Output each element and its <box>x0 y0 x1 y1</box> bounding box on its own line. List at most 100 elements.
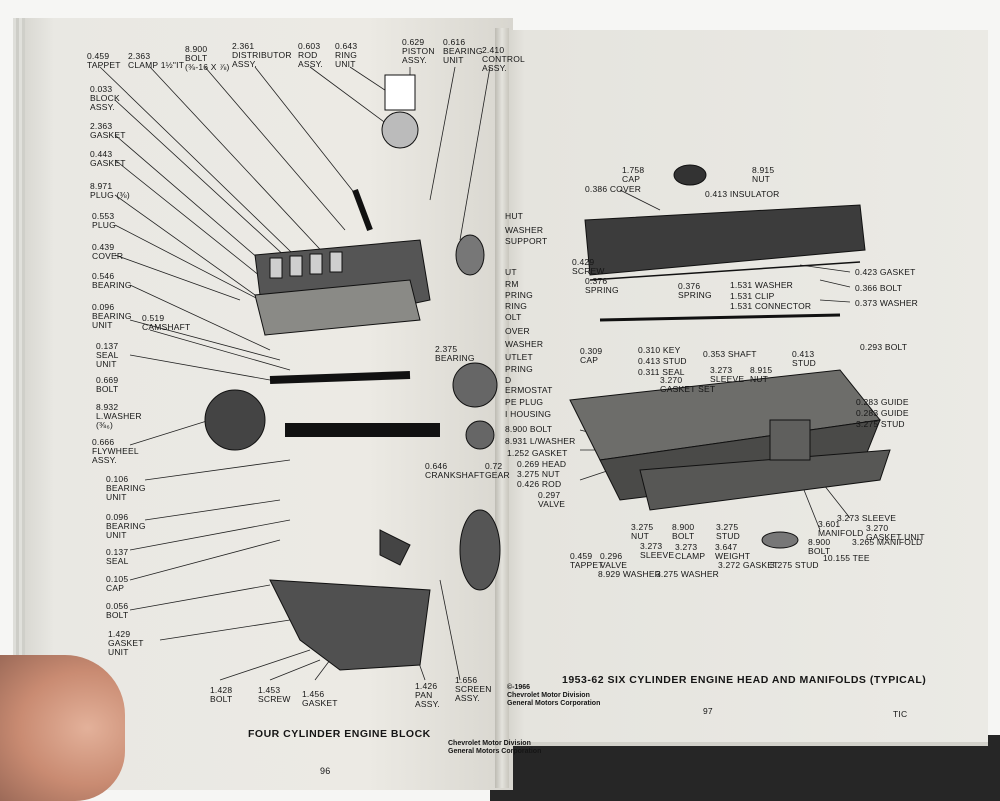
label-r-pring-2: PRING <box>505 364 533 374</box>
label-bolt-4: 1.428 BOLT <box>210 685 233 704</box>
label-pan: 1.426 PAN ASSY. <box>415 681 440 709</box>
label-bearing-unit-4: 0.096 BEARING UNIT <box>106 512 146 540</box>
label-r-hut: HUT <box>505 211 524 221</box>
label-r-bolt: 0.366 BOLT <box>855 283 903 293</box>
label-r-seal: 0.311 SEAL <box>638 367 685 377</box>
label-bearing-unit-2: 0.096 BEARING UNIT <box>92 302 132 330</box>
label-r-bolt-2: 0.293 BOLT <box>860 342 908 352</box>
label-block: 0.033 BLOCK ASSY. <box>90 84 120 112</box>
label-seal: 0.137 SEAL <box>106 547 129 566</box>
label-r-washer-2: WASHER <box>505 339 544 349</box>
thumb <box>0 655 125 801</box>
label-gasket: 2.363 GASKET <box>90 121 126 140</box>
label-r-lwasher: 8.931 L/WASHER <box>505 436 576 446</box>
label-r-manifold: 3.601 MANIFOLD <box>818 519 864 538</box>
label-r-valve-2: 0.296 VALVE <box>600 551 628 570</box>
label-r-cover: 0.386 COVER <box>585 184 642 194</box>
label-r-nut: 8.915 NUT <box>752 165 775 184</box>
label-r-sleeve-3: 3.273 SLEEVE <box>640 541 675 560</box>
label-r-housing: I HOUSING <box>505 409 552 419</box>
label-screen: 1.656 SCREEN ASSY. <box>455 675 492 703</box>
label-screw: 1.453 SCREW <box>258 685 291 704</box>
label-r-valve: 0.297 VALVE <box>538 490 566 509</box>
label-r-over: OVER <box>505 326 530 336</box>
label-bearing-2: 2.375 BEARING <box>435 344 475 363</box>
right-page-number: 97 <box>703 706 713 716</box>
label-r-shaft: 0.353 SHAFT <box>703 349 757 359</box>
label-gasket-unit: 1.429 GASKET UNIT <box>108 629 144 657</box>
label-r-bolt-3: 8.900 BOLT <box>505 424 553 434</box>
label-r-sleeve: 3.273 SLEEVE <box>710 365 745 384</box>
label-r-nut-4: 3.275 NUT <box>631 522 654 541</box>
label-r-gasket-set: 3.270 GASKET SET <box>660 375 716 394</box>
label-r-rm: RM <box>505 279 519 289</box>
label-piston: 0.629 PISTON ASSY. <box>402 37 435 65</box>
label-flywheel: 0.666 FLYWHEEL ASSY. <box>92 437 139 465</box>
label-plug: 8.971 PLUG (⅜) <box>90 181 130 200</box>
label-bolt-2: 0.669 BOLT <box>96 375 119 394</box>
label-r-ring: RING <box>505 301 528 311</box>
label-plug-2: 0.553 PLUG <box>92 211 116 230</box>
left-page-number: 96 <box>320 766 331 776</box>
label-r-d: D <box>505 375 512 385</box>
label-r-gasket: 0.423 GASKET <box>855 267 916 277</box>
label-control: 2.410 CONTROL ASSY. <box>482 45 525 73</box>
left-page-footer: Chevrolet Motor Division General Motors … <box>448 740 542 755</box>
book-gutter <box>495 28 509 788</box>
label-r-weight: 3.647 WEIGHT <box>715 542 751 561</box>
label-r-insulator: 0.413 INSULATOR <box>705 189 780 199</box>
label-r-ut: UT <box>505 267 517 277</box>
label-r-sleeve-2: 3.273 SLEEVE <box>837 513 897 523</box>
label-r-spring-2: 0.376 SPRING <box>678 281 712 300</box>
label-r-washer: WASHER <box>505 225 544 235</box>
label-r-washer-5: 8.929 WASHER <box>598 569 662 579</box>
left-page <box>25 18 513 790</box>
label-seal-unit: 0.137 SEAL UNIT <box>96 341 119 369</box>
label-r-gasket-2: 1.252 GASKET <box>507 448 568 458</box>
label-r-manifold-2: 3.265 MANIFOLD <box>852 537 923 547</box>
label-r-nut-2: 8.915 NUT <box>750 365 773 384</box>
left-page-title: FOUR CYLINDER ENGINE BLOCK <box>248 728 431 740</box>
label-bolt: 8.900 BOLT (⅜-16 x ⅞) <box>185 44 230 72</box>
label-r-support: SUPPORT <box>505 236 548 246</box>
label-r-cap-2: 0.309 CAP <box>580 346 603 365</box>
label-bearing-unit-3: 0.106 BEARING UNIT <box>106 474 146 502</box>
label-r-bolt-4: 8.900 BOLT <box>672 522 695 541</box>
label-crankshaft: 0.646 CRANKSHAFT <box>425 461 485 480</box>
label-r-guide: 0.283 GUIDE <box>856 397 909 407</box>
label-r-nut-3: 3.275 NUT <box>517 469 560 479</box>
label-r-bolt-5: 8.900 BOLT <box>808 537 831 556</box>
label-r-connector: 1.531 CONNECTOR <box>730 301 812 311</box>
label-r-tee: 10.155 TEE <box>823 553 870 563</box>
crankshaft-drawing <box>204 362 498 451</box>
label-r-spring: 0.376 SPRING <box>585 276 619 295</box>
label-ring-unit: 0.643 RING UNIT <box>335 41 358 69</box>
label-r-washer-4: 1.531 WASHER <box>730 280 794 290</box>
right-page-title: 1953-62 SIX CYLINDER ENGINE HEAD AND MAN… <box>562 674 927 686</box>
cylinder-head-drawing <box>569 164 891 549</box>
right-page-code: TIC <box>893 709 908 719</box>
table-surface <box>490 735 1000 801</box>
label-cover: 0.439 COVER <box>92 242 124 261</box>
label-tappet: 0.459 TAPPET <box>87 51 121 70</box>
label-rod-assy: 0.603 ROD ASSY. <box>298 41 323 69</box>
label-r-washer-6: 3.275 WASHER <box>656 569 720 579</box>
label-r-head: 0.269 HEAD <box>517 459 567 469</box>
label-lwasher: 8.932 L.WASHER (⅜₆) <box>96 402 142 430</box>
label-r-guide-2: 0.283 GUIDE <box>856 408 909 418</box>
label-camshaft: 0.519 CAMSHAFT <box>142 313 191 332</box>
label-r-gasket-3: 3.272 GASKET <box>718 560 779 570</box>
label-gasket-2: 0.443 GASKET <box>90 149 126 168</box>
label-bearing-unit: 0.616 BEARING UNIT <box>443 37 483 65</box>
label-r-rod: 0.426 ROD <box>517 479 562 489</box>
label-cap: 0.105 CAP <box>106 574 129 593</box>
right-page-copyright: ©-1966 Chevrolet Motor Division General … <box>507 684 601 707</box>
label-r-stud-3: 3.275 STUD <box>856 419 905 429</box>
label-r-olt: OLT <box>505 312 522 322</box>
label-r-screw: 0.429 SCREW <box>572 257 605 276</box>
label-r-stud-2: 0.413 STUD <box>792 349 816 368</box>
label-r-tappet: 0.459 TAPPET <box>570 551 604 570</box>
label-r-pe-plug: PE PLUG <box>505 397 544 407</box>
label-r-washer-3: 0.373 WASHER <box>855 298 919 308</box>
